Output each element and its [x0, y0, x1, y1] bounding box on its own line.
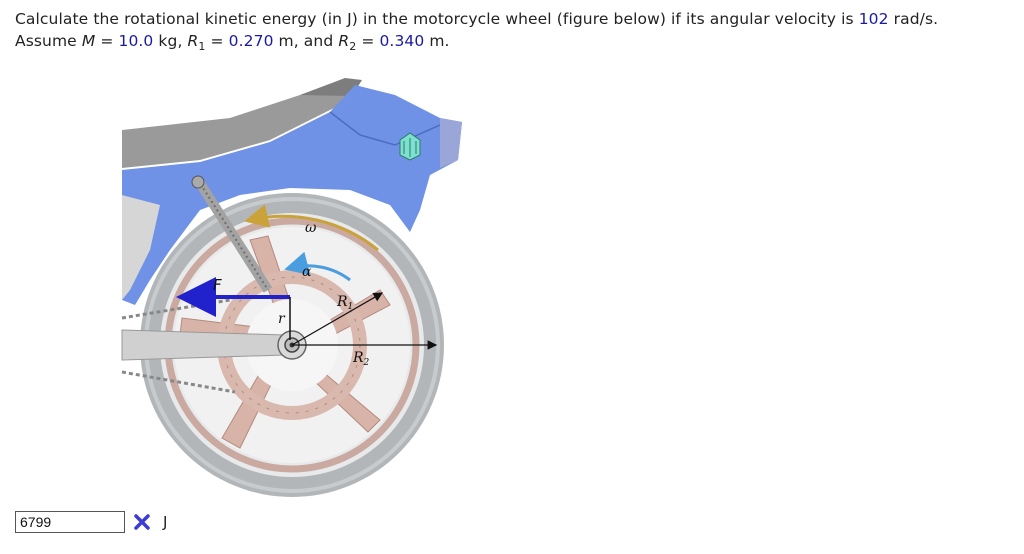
wrong-x-icon [133, 513, 151, 531]
question-line-1: Calculate the rotational kinetic energy … [15, 10, 939, 28]
r-label: r [278, 311, 286, 327]
r2-value: 0.340 [379, 32, 425, 50]
mass-value: 10.0 [118, 32, 154, 50]
swingarm [121, 329, 286, 361]
r2-label: R2 [352, 350, 370, 368]
answer-unit: J [163, 513, 168, 531]
seat-top-shape [300, 78, 362, 96]
taillight-icon [399, 132, 421, 161]
mass-symbol: M [81, 32, 96, 50]
r1-value: 0.270 [228, 32, 274, 50]
omega-value: 102 [858, 10, 889, 28]
shock-absorber [191, 175, 273, 293]
r1-label: R1 [336, 294, 353, 312]
omega-arrow [244, 204, 379, 252]
frame-shape [122, 195, 160, 300]
omega-label: ω [305, 220, 317, 236]
r1-symbol: R [187, 32, 199, 50]
r1-line [291, 292, 384, 346]
answer-row: J [15, 510, 167, 534]
force-label: F [213, 276, 222, 294]
answer-input[interactable] [15, 511, 125, 533]
r2-symbol: R [338, 32, 350, 50]
alpha-label: α [302, 264, 312, 280]
question-text: Calculate the rotational kinetic energy … [15, 8, 1020, 52]
question-line-2: Assume M = 10.0 kg, R1 = 0.270 m, and R2… [15, 32, 450, 53]
fairing-edge [329, 111, 441, 146]
alpha-arrow [284, 251, 351, 282]
motorcycle-wheel-figure: ω α F r R1 R2 [121, 78, 462, 497]
fairing-panel [440, 118, 462, 168]
seat-shape [122, 80, 360, 168]
